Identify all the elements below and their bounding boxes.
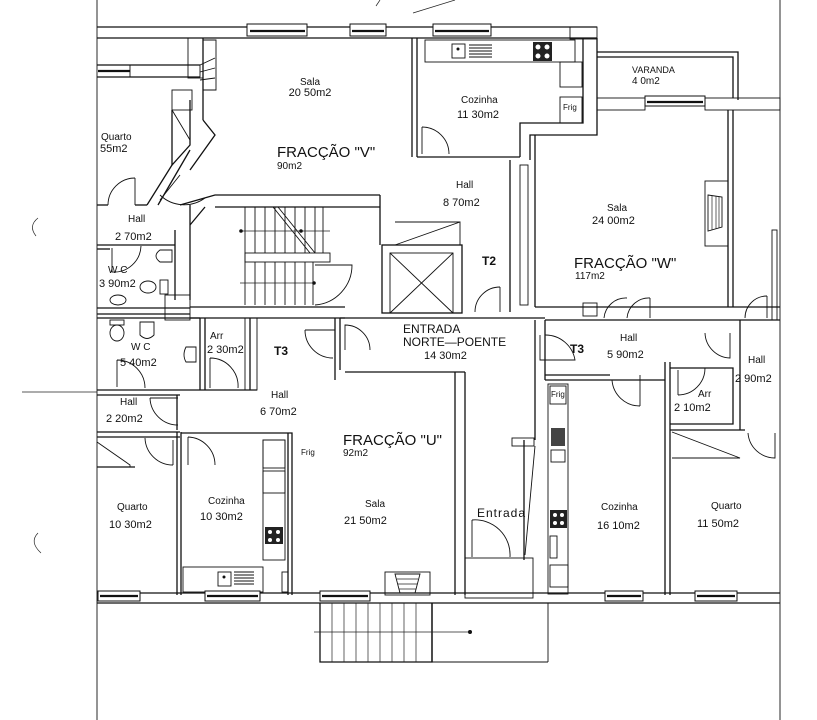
- u-arr-label: Arr: [210, 331, 224, 342]
- w-sala-area: 24 00m2: [592, 215, 635, 227]
- u-cozinha-label: Cozinha: [208, 496, 245, 507]
- w-hall-label: Hall: [620, 333, 638, 344]
- typology-t3-left: T3: [274, 344, 289, 358]
- u-quarto-label: Quarto: [117, 502, 148, 513]
- entrance-lobby: [304, 317, 576, 599]
- u-service-rooms: [97, 317, 258, 438]
- u-wc-label: W C: [131, 342, 151, 353]
- u-fridge-label: Frig: [301, 448, 315, 457]
- u-quarto-kitchen: [96, 432, 293, 595]
- site-boundary: [22, 0, 781, 720]
- typology-t3-right: T3: [570, 342, 585, 356]
- u-wc-area: 5 40m2: [120, 357, 157, 369]
- v-cozinha-area: 11 30m2: [457, 109, 499, 121]
- v-hall-left-area: 2 70m2: [115, 231, 152, 243]
- w-cozinha-label: Cozinha: [601, 502, 638, 513]
- w-cozinha-area: 16 10m2: [597, 520, 640, 532]
- fraction-u-area: 92m2: [343, 448, 369, 459]
- w-arr-label: Arr: [698, 389, 712, 400]
- v-quarto-label: Quarto: [101, 132, 132, 143]
- w-quarto-label: Quarto: [711, 501, 742, 512]
- varanda-label: VARANDA: [632, 65, 675, 75]
- u-quarto-area: 10 30m2: [109, 519, 152, 531]
- v-fridge-label: Frig: [563, 103, 577, 112]
- top-exterior-wall: [97, 23, 598, 40]
- v-wc-label: W C: [108, 265, 128, 276]
- u-sala-label: Sala: [365, 499, 386, 510]
- fraction-u-title: FRACÇÃO "U": [343, 432, 442, 449]
- entrance-title-line1: ENTRADA: [403, 322, 461, 336]
- u-hall-small-area: 2 20m2: [106, 413, 143, 425]
- u-cozinha-area: 10 30m2: [200, 511, 243, 523]
- v-left-wing-walls: [97, 37, 217, 206]
- varanda: [596, 51, 781, 111]
- fraction-v-area: 90m2: [277, 161, 303, 172]
- lift-shaft: [381, 160, 511, 314]
- exterior-steps: [314, 603, 549, 663]
- entrance-area: 14 30m2: [424, 350, 467, 362]
- staircase: [190, 195, 381, 319]
- v-wc-area: 3 90m2: [99, 278, 136, 290]
- entrance-title-line2: NORTE—POENTE: [403, 335, 507, 349]
- v-hall-label: Hall: [456, 180, 474, 191]
- fraction-v-title: FRACÇÃO "V": [277, 144, 376, 161]
- u-sala-area: 21 50m2: [344, 515, 387, 527]
- w-fridge-label: Frig: [551, 390, 565, 399]
- v-quarto-area: 55m2: [100, 143, 128, 155]
- w-arr-area: 2 10m2: [674, 402, 711, 414]
- w-quarto-area: 11 50m2: [697, 518, 739, 530]
- u-hall-small-label: Hall: [120, 397, 138, 408]
- varanda-area: 4 0m2: [632, 76, 660, 87]
- u-hall-label: Hall: [271, 390, 289, 401]
- fraction-w-area: 117m2: [575, 271, 605, 282]
- w-hall-area: 5 90m2: [607, 349, 644, 361]
- w-hall-right-area: 2 90m2: [735, 373, 772, 385]
- typology-t2: T2: [482, 254, 497, 268]
- entrance-door-label: Entrada: [477, 506, 527, 520]
- w-hall-right-label: Hall: [748, 355, 766, 366]
- v-quarto-door: [97, 177, 147, 206]
- v-hall-left-label: Hall: [128, 214, 146, 225]
- u-arr-area: 2 30m2: [207, 344, 244, 356]
- w-sala-walls: [534, 110, 780, 321]
- w-sala-label: Sala: [607, 203, 628, 214]
- u-hall-area: 6 70m2: [260, 406, 297, 418]
- v-sala-area: 20 50m2: [288, 87, 332, 99]
- fraction-w-title: FRACÇÃO "W": [574, 255, 677, 272]
- v-hall-wc-walls: [97, 194, 380, 321]
- v-sala-label: Sala: [299, 77, 320, 88]
- v-hall-area: 8 70m2: [443, 197, 480, 209]
- v-cozinha-label: Cozinha: [461, 95, 498, 106]
- u-sala-fireplace: [384, 571, 431, 596]
- bottom-exterior-wall: [97, 590, 780, 604]
- v-kitchen: [411, 38, 598, 306]
- w-right-rooms: [545, 320, 776, 595]
